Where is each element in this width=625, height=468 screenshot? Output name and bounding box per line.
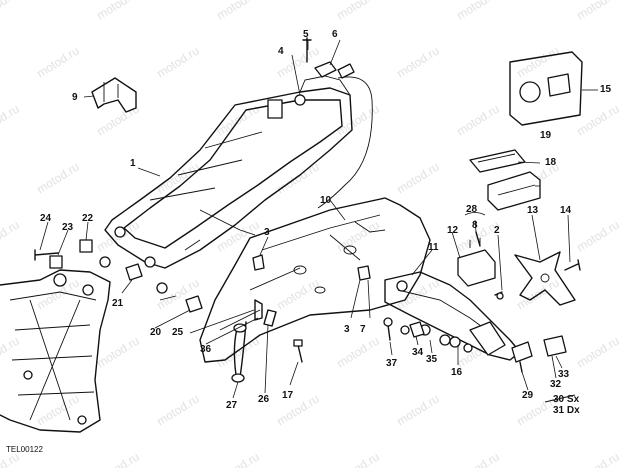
watermark-text: motod.ru [334,0,382,23]
watermark-text: motod.ru [274,276,322,313]
bracket-part-9 [91,77,137,113]
callout-32: 32 [550,379,562,390]
indicator-parts-29-33 [511,335,576,403]
callout-24: 24 [40,213,52,224]
watermark-text: motod.ru [34,392,82,429]
watermark-text: motod.ru [94,102,142,139]
watermark-text: motod.ru [574,218,622,255]
callout-5: 5 [303,29,309,40]
callout-17: 17 [282,390,294,401]
callout-6: 6 [332,29,338,40]
callout-27: 27 [226,400,238,411]
undertray-fasteners [252,254,371,281]
callout-11: 11 [428,242,439,253]
watermark-text: motod.ru [454,102,502,139]
callout-37: 37 [386,358,398,369]
callout-25: 25 [172,327,184,338]
license-bracket-part-11 [384,271,521,361]
watermark-text: motod.ru [214,0,262,23]
bolts-2-14 [494,259,581,300]
watermark-text: motod.ru [214,450,262,468]
callout-labels: 1 2 3 3 4 5 6 7 8 9 10 11 12 13 14 15 16… [6,29,612,454]
callout-12: 12 [447,225,459,236]
watermark-text: motod.ru [574,450,622,468]
leader-lines [39,39,598,399]
watermark-text: motod.ru [394,392,442,429]
watermark-text: motod.ru [34,160,82,197]
watermark-text: motod.ru [0,102,22,139]
watermark-text: motod.ru [454,0,502,23]
callout-35: 35 [426,354,438,365]
plate-holder-part-13 [514,251,576,306]
relay-box-part-15 [509,51,583,126]
callout-4: 4 [278,46,284,57]
watermark-text: motod.ru [154,160,202,197]
bolt-stack-22-24 [34,239,93,269]
callout-30: 30 Sx [553,394,580,405]
watermark-text: motod.ru [154,44,202,81]
callout-13: 13 [527,205,539,216]
engine-frame-section [0,269,111,433]
fuse-parts-18-19 [469,149,541,211]
callout-3-upper: 3 [264,227,270,238]
watermark-text: motod.ru [454,450,502,468]
watermark-text: motod.ru [94,0,142,23]
callout-28: 28 [466,204,478,215]
callout-26: 26 [258,394,270,405]
watermark-text: motod.ru [574,102,622,139]
callout-21: 21 [112,298,124,309]
callout-2: 2 [494,225,500,236]
callout-8: 8 [472,220,478,231]
callout-15: 15 [600,84,612,95]
watermark-text: motod.ru [454,218,502,255]
watermark-text: motod.ru [334,334,382,371]
callout-9: 9 [72,92,78,103]
watermark-text: motod.ru [0,0,22,23]
watermark-text: motod.ru [0,450,22,468]
callout-14: 14 [560,205,572,216]
watermark-text: motod.ru [94,450,142,468]
watermark-text: motod.ru [94,334,142,371]
spacers-20-21 [125,263,203,313]
watermark-text: motod.ru [0,334,22,371]
watermark-text: motod.ru [34,44,82,81]
callout-3-lower: 3 [344,324,350,335]
watermark-text: motod.ru [154,392,202,429]
watermark-text: motod.ru [394,44,442,81]
watermark-text: motod.ru [0,218,22,255]
callout-10: 10 [320,195,332,206]
callout-1: 1 [130,158,136,169]
watermark-text: motod.ru [334,450,382,468]
top-bolts-drawing [294,37,355,106]
callout-36: 36 [200,344,212,355]
watermark-text: motod.ru [334,218,382,255]
callout-7: 7 [360,324,366,335]
callout-31: 31 Dx [553,405,580,416]
callout-16: 16 [451,367,463,378]
callout-19: 19 [540,130,552,141]
watermark-text: motod.ru [574,334,622,371]
callout-18: 18 [545,157,557,168]
watermark-text: motod.ru [274,160,322,197]
callout-29: 29 [522,390,534,401]
undertray-part-10 [199,197,431,363]
rear-subframe-drawing [99,75,373,294]
callout-23: 23 [62,222,74,233]
callout-34: 34 [412,347,424,358]
callout-33: 33 [558,369,570,380]
watermark-text: motod.ru [514,44,562,81]
callout-22: 22 [82,213,94,224]
connector-parts-8-12-28 [457,231,496,287]
lower-fasteners [383,317,451,346]
watermark-text: motod.ru [394,160,442,197]
watermark-text: motod.ru [574,0,622,23]
callout-20: 20 [150,327,162,338]
diagram-code: TEL00122 [6,445,43,454]
